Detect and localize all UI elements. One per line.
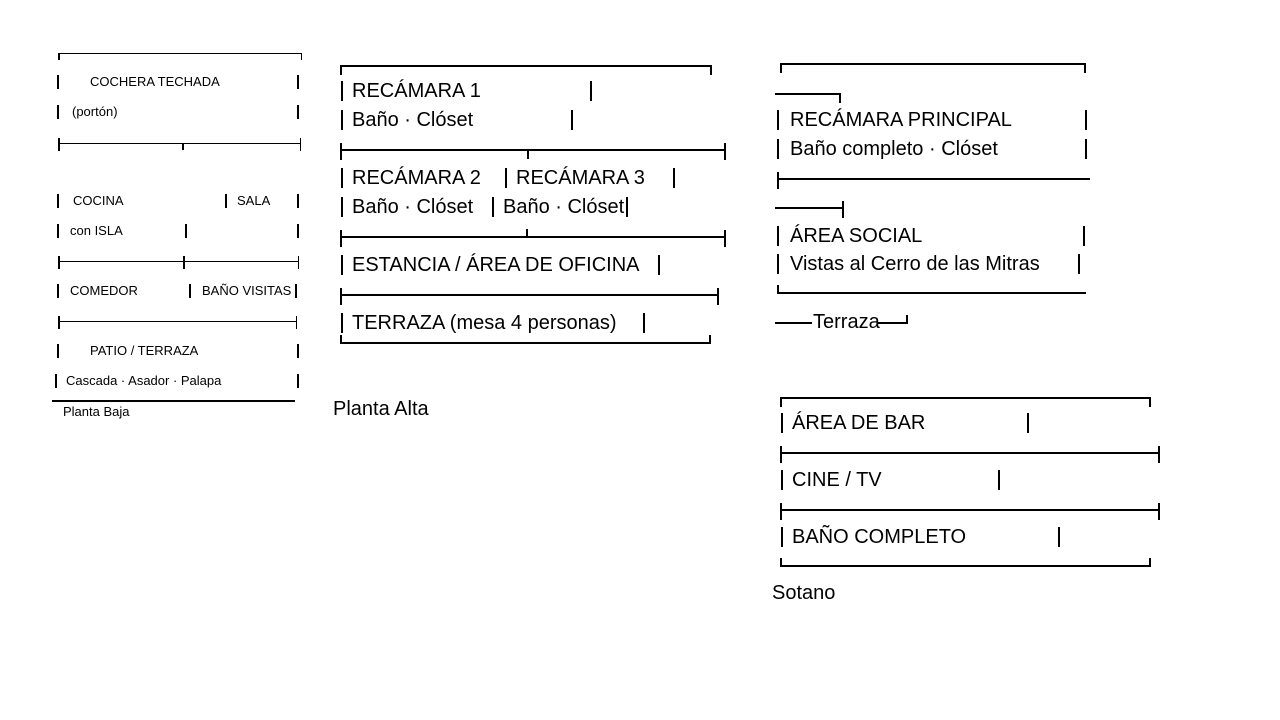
wall-tick (57, 344, 59, 358)
wall-line (340, 143, 726, 160)
wall-tick (189, 284, 191, 298)
wall-tick (297, 224, 299, 238)
floor-label-planta-baja: Planta Baja (63, 404, 130, 419)
wall-tick (295, 284, 297, 298)
wall-tick (643, 313, 645, 333)
room-cine-tv: CINE / TV (792, 469, 882, 491)
room-recamara-principal-note: Baño completo · Clóset (790, 138, 998, 160)
room-recamara-2-note: Baño · Clóset (352, 196, 474, 218)
room-recamara-principal: RECÁMARA PRINCIPAL (790, 109, 1012, 131)
wall-tick (1085, 110, 1087, 130)
wall-tick (297, 105, 299, 119)
wall-tick (185, 224, 187, 238)
wall-line (777, 285, 1086, 294)
wall-line (780, 558, 1151, 567)
wall-tick (1027, 413, 1029, 433)
room-patio: PATIO / TERRAZA (90, 343, 199, 358)
wall-tick (998, 470, 1000, 490)
room-bano-completo: BAÑO COMPLETO (792, 526, 967, 548)
room-area-social-note: Vistas al Cerro de las Mitras (790, 253, 1040, 275)
wall-line (340, 229, 726, 247)
wall-tick (341, 313, 343, 333)
room-terraza-alta: TERRAZA (mesa 4 personas) (352, 312, 617, 334)
wall-line (58, 256, 299, 269)
wall-tick (341, 255, 343, 275)
wall-line (777, 172, 1090, 189)
wall-tick (297, 194, 299, 208)
wall-tick (341, 81, 343, 101)
wall-tick (55, 374, 57, 388)
wall-tick (225, 194, 227, 208)
wall-line (58, 316, 297, 329)
room-estancia: ESTANCIA / ÁREA DE OFICINA (352, 254, 640, 276)
room-comedor: COMEDOR (70, 283, 138, 298)
wall-tick (57, 284, 59, 298)
wall-tick (297, 75, 299, 89)
wall-tick (781, 527, 783, 547)
wall-line (58, 53, 302, 60)
wall-line (52, 400, 295, 402)
wall-tick (297, 374, 299, 388)
wall-line (780, 397, 1151, 407)
wall-tick (781, 413, 783, 433)
room-bano-visitas: BAÑO VISITAS (202, 283, 292, 298)
wall-tick (777, 139, 779, 159)
wall-line (775, 93, 841, 103)
wall-line (780, 503, 1160, 520)
wall-tick (57, 194, 59, 208)
room-recamara-3-note: Baño · Clóset (503, 196, 625, 218)
room-recamara-1: RECÁMARA 1 (352, 80, 481, 102)
wall-line (340, 288, 719, 305)
wall-tick (777, 110, 779, 130)
wall-tick (777, 254, 779, 274)
wall-line (780, 63, 1086, 73)
wall-tick (1058, 527, 1060, 547)
wall-line (775, 322, 812, 324)
room-cocina-note: con ISLA (70, 223, 123, 238)
wall-line (340, 65, 712, 75)
wall-tick (57, 105, 59, 119)
wall-line (775, 201, 844, 218)
wall-line (877, 315, 908, 324)
room-cochera-note: (portón) (72, 104, 118, 119)
floor-label-sotano: Sotano (772, 582, 836, 604)
wall-tick (1085, 139, 1087, 159)
wall-tick (673, 168, 675, 188)
wall-tick (1083, 226, 1085, 246)
wall-tick (505, 168, 507, 188)
wall-line (780, 446, 1160, 463)
wall-tick (341, 168, 343, 188)
room-patio-note: Cascada · Asador · Palapa (66, 373, 222, 388)
wall-tick (57, 75, 59, 89)
room-area-social: ÁREA SOCIAL (790, 225, 923, 247)
wall-tick (626, 197, 628, 217)
room-cochera: COCHERA TECHADA (90, 74, 220, 89)
room-recamara-2: RECÁMARA 2 (352, 167, 481, 189)
room-cocina: COCINA (73, 193, 124, 208)
label-terraza: Terraza (813, 311, 880, 333)
wall-tick (1078, 254, 1080, 274)
wall-tick (492, 197, 494, 217)
wall-tick (781, 470, 783, 490)
wall-tick (57, 224, 59, 238)
floor-label-planta-alta: Planta Alta (333, 398, 429, 420)
room-sala: SALA (237, 193, 271, 208)
wall-tick (777, 226, 779, 246)
room-recamara-3: RECÁMARA 3 (516, 167, 645, 189)
wall-tick (341, 110, 343, 130)
room-recamara-1-note: Baño · Clóset (352, 109, 474, 131)
wall-tick (590, 81, 592, 101)
wall-tick (341, 197, 343, 217)
wall-line (340, 335, 711, 344)
wall-line (58, 138, 301, 151)
wall-tick (658, 255, 660, 275)
wall-tick (297, 344, 299, 358)
wall-tick (571, 110, 573, 130)
room-area-de-bar: ÁREA DE BAR (792, 412, 926, 434)
